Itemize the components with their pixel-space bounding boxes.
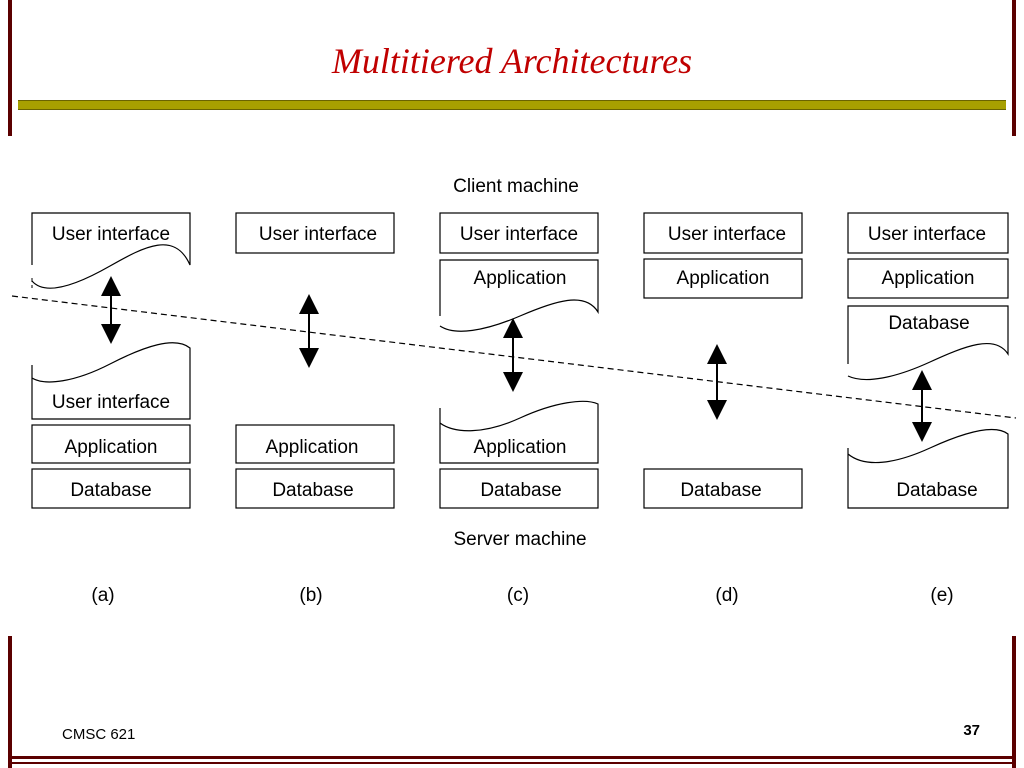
- config-d-ui-label: User interface: [668, 224, 786, 245]
- config-c-server-app-box: [439, 400, 599, 464]
- config-b: User interface Application Database: [235, 212, 395, 509]
- config-a-server-ui-box: [31, 342, 191, 420]
- footer-page-number: 37: [963, 722, 980, 739]
- config-b-application-label: Application: [266, 437, 359, 458]
- config-d-application-box: [643, 258, 803, 299]
- config-d-application-label: Application: [677, 268, 770, 289]
- config-a-server-ui-label: User interface: [52, 392, 170, 413]
- config-c-client-app-label: Application: [474, 268, 567, 289]
- caption-b: (b): [299, 585, 322, 606]
- config-e: User interface Application Database Data…: [847, 212, 1009, 509]
- config-e-application-box: [847, 258, 1009, 299]
- config-d-database-box: [643, 468, 803, 509]
- config-e-server-db-box: [847, 428, 1009, 509]
- config-c-server-app-label: Application: [474, 437, 567, 458]
- client-machine-label: Client machine: [453, 176, 579, 197]
- footer-course: CMSC 621: [62, 726, 136, 743]
- diagram-canvas: Client machine Server machine User inter…: [11, 176, 1017, 606]
- config-e-client-db-box: [847, 305, 1009, 381]
- config-c-ui-label: User interface: [460, 224, 578, 245]
- slide-frame-bottom-line: [8, 762, 1016, 764]
- slide-frame-bottom: [8, 756, 1016, 759]
- config-b-application-box: [235, 424, 395, 464]
- config-c-client-app-box: [439, 259, 599, 332]
- config-d-database-label: Database: [680, 480, 761, 501]
- config-a-database-label: Database: [70, 480, 151, 501]
- config-e-client-db-label: Database: [888, 313, 969, 334]
- config-a-client-ui-box: [31, 212, 191, 289]
- slide-title: Multitiered Architectures: [331, 41, 693, 81]
- config-a-client-ui-label: User interface: [52, 224, 170, 245]
- config-b-database-label: Database: [272, 480, 353, 501]
- title-underline-bar: [18, 100, 1006, 110]
- config-b-ui-label: User interface: [259, 224, 377, 245]
- config-b-ui-box: [235, 212, 395, 254]
- config-c-database-label: Database: [480, 480, 561, 501]
- server-machine-label: Server machine: [453, 529, 586, 550]
- config-c-ui-box: [439, 212, 599, 254]
- config-e-server-db-label: Database: [896, 480, 977, 501]
- config-d: User interface Application Database: [643, 212, 803, 509]
- caption-a: (a): [91, 585, 114, 606]
- caption-d: (d): [715, 585, 738, 606]
- config-e-ui-box: [847, 212, 1009, 254]
- architecture-diagram: Client machine Server machine User inter…: [0, 136, 1024, 636]
- config-a-application-box: [31, 424, 191, 464]
- config-a: User interface User interface Applicatio…: [31, 212, 191, 509]
- config-c: User interface Application Application D…: [439, 212, 599, 509]
- caption-c: (c): [507, 585, 529, 606]
- config-a-database-box: [31, 468, 191, 509]
- config-e-application-label: Application: [882, 268, 975, 289]
- config-b-database-box: [235, 468, 395, 509]
- caption-e: (e): [930, 585, 953, 606]
- config-c-database-box: [439, 468, 599, 509]
- config-d-ui-box: [643, 212, 803, 254]
- config-e-ui-label: User interface: [868, 224, 986, 245]
- config-a-application-label: Application: [65, 437, 158, 458]
